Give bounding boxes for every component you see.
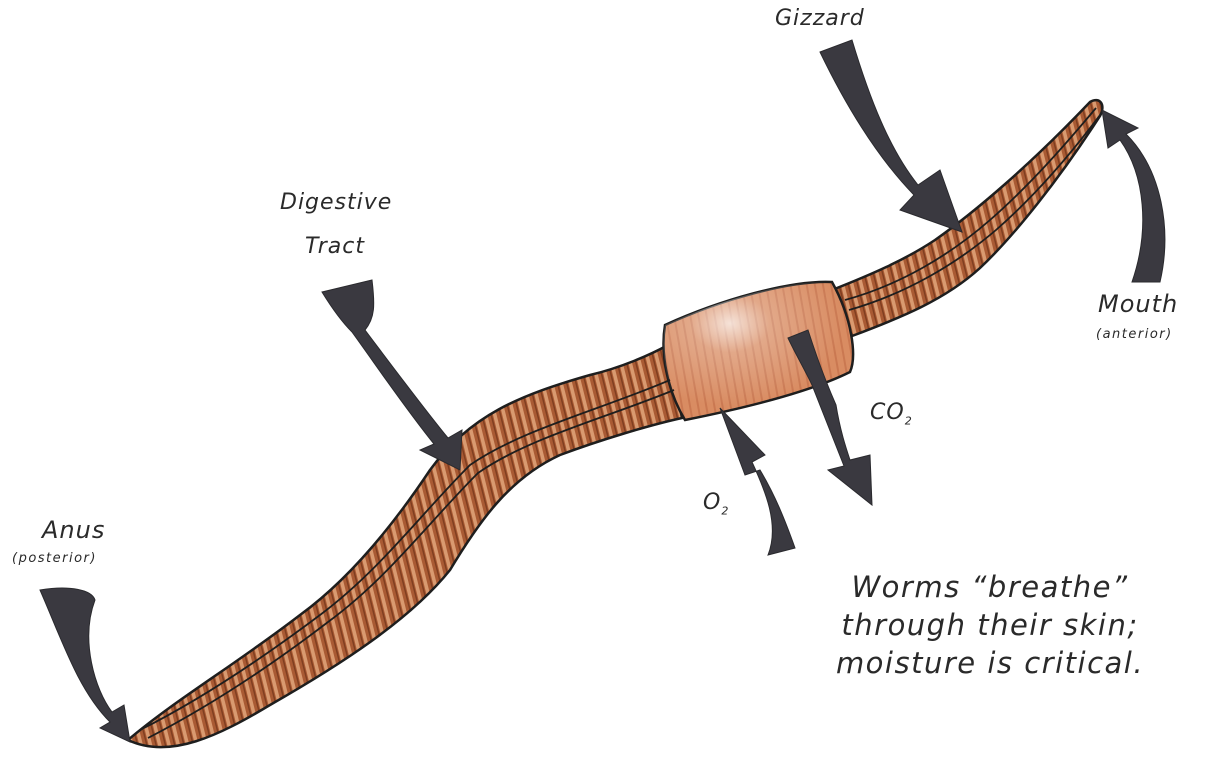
mouth-arrow bbox=[1102, 110, 1165, 282]
anus-sublabel: (posterior) bbox=[12, 552, 97, 565]
co2-subscript: 2 bbox=[905, 414, 913, 427]
gizzard-arrow bbox=[820, 40, 962, 232]
mouth-label: Mouth bbox=[1098, 292, 1178, 316]
digestive-tract-label-line1: Digestive bbox=[280, 192, 392, 214]
breathing-note-line2: through their skin; bbox=[810, 606, 1170, 644]
o2-text: O bbox=[703, 490, 721, 515]
digestive-tract-arrow bbox=[322, 280, 462, 470]
gizzard-label: Gizzard bbox=[775, 8, 865, 30]
breathing-note: Worms “breathe” through their skin; mois… bbox=[810, 568, 1170, 682]
o2-label: O2 bbox=[703, 492, 729, 516]
co2-label: CO2 bbox=[870, 402, 913, 426]
breathing-note-line1: Worms “breathe” bbox=[810, 568, 1170, 606]
co2-text: CO bbox=[870, 400, 905, 425]
mouth-sublabel: (anterior) bbox=[1096, 328, 1173, 341]
anus-label: Anus bbox=[42, 518, 105, 542]
o2-arrow bbox=[720, 408, 795, 555]
anus-arrow bbox=[40, 588, 130, 742]
breathing-note-line3: moisture is critical. bbox=[810, 644, 1170, 682]
digestive-tract-label-line2: Tract bbox=[305, 236, 365, 258]
o2-subscript: 2 bbox=[721, 504, 729, 517]
